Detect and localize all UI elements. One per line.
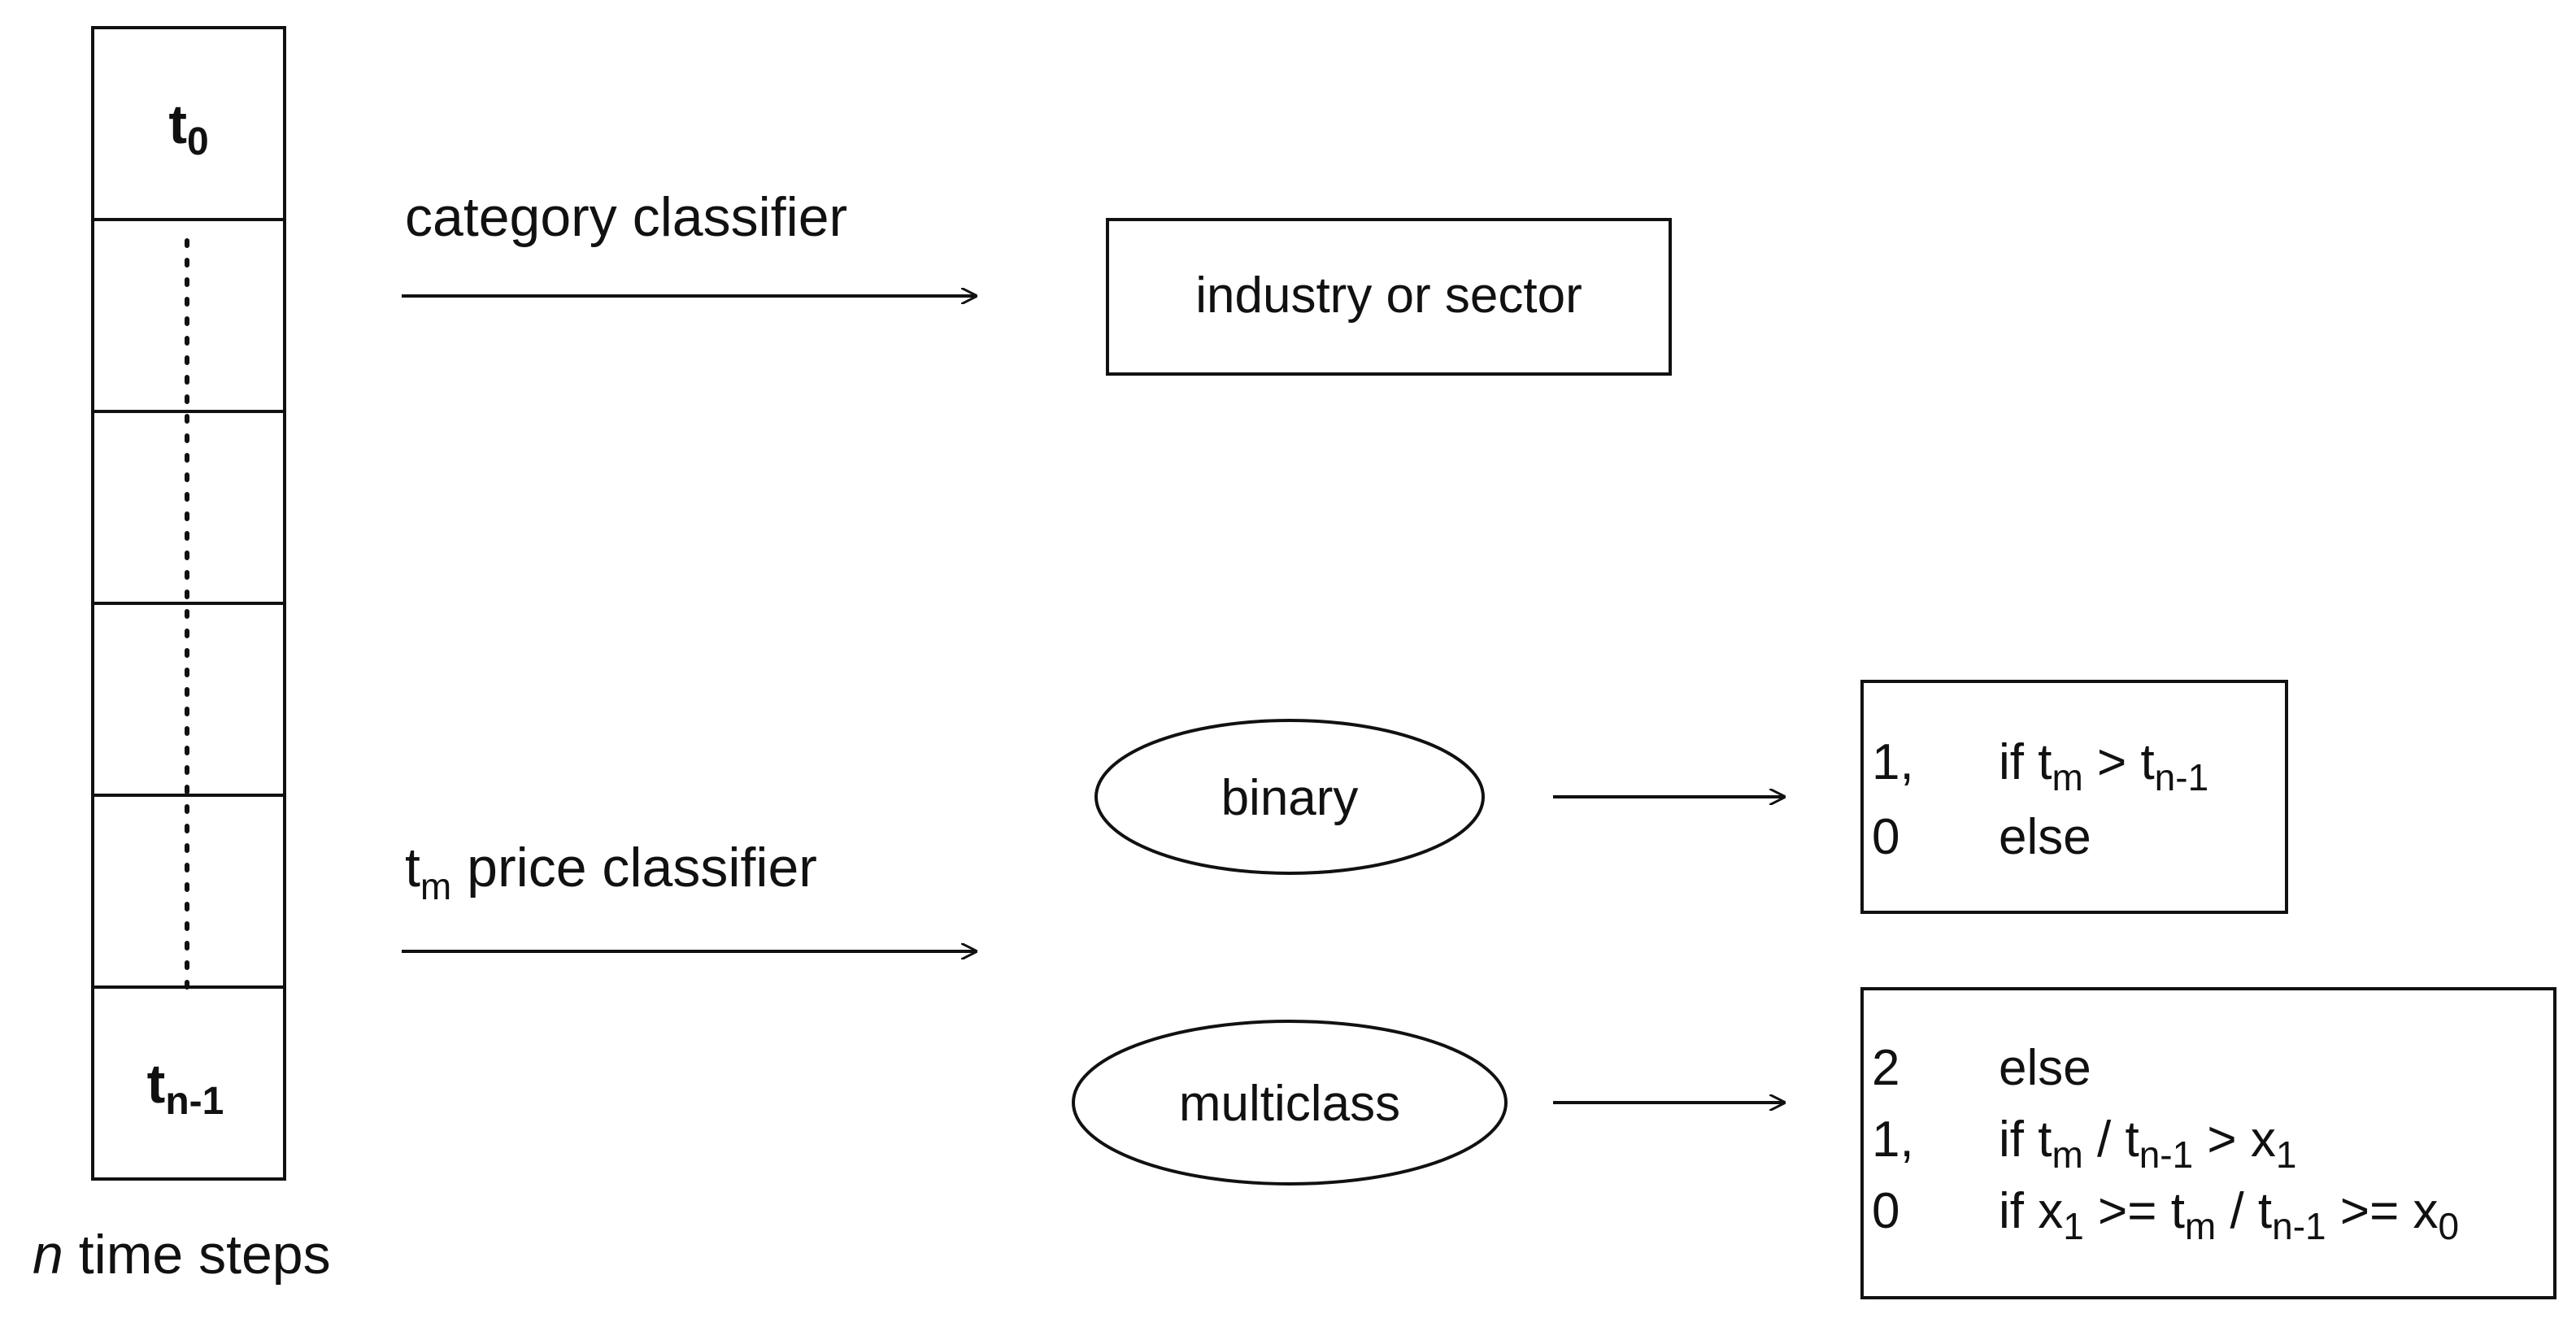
binary-rules: 1, if tm > tn-1 0 else bbox=[1872, 734, 2208, 865]
category-classifier-label: category classifier bbox=[405, 186, 847, 248]
time-step-cell bbox=[91, 602, 286, 797]
last-time-step-label: tn-1 bbox=[147, 1053, 224, 1123]
time-step-cell-last bbox=[91, 985, 286, 1181]
binary-rules-box bbox=[1860, 680, 2288, 914]
multiclass-node bbox=[1072, 1020, 1508, 1186]
rule-value: 0 bbox=[1872, 809, 1899, 865]
binary-node-label: binary bbox=[1221, 770, 1359, 826]
rule-condition: else bbox=[1999, 1040, 2091, 1096]
rule-condition: if x1 >= tm / tn-1 >= x0 bbox=[1999, 1183, 2459, 1247]
rule-value: 1, bbox=[1872, 734, 1914, 790]
multiclass-node-label: multiclass bbox=[1179, 1076, 1400, 1132]
rule-condition: if tm > tn-1 bbox=[1999, 734, 2208, 798]
time-step-cell-first bbox=[91, 26, 286, 221]
time-step-sequence: t0 tn-1 n time steps bbox=[33, 26, 331, 1286]
rule-value: 1, bbox=[1872, 1112, 1914, 1168]
first-time-step-label: t0 bbox=[168, 94, 208, 163]
price-classifier-label: tm price classifier bbox=[405, 837, 817, 907]
time-step-cell bbox=[91, 410, 286, 605]
category-branch: category classifier industry or sector bbox=[402, 186, 1672, 376]
time-steps-caption: n time steps bbox=[33, 1224, 331, 1286]
price-branch: tm price classifier binary 1, if tm > tn-… bbox=[402, 680, 2556, 1299]
binary-node bbox=[1094, 719, 1485, 875]
rule-value: 0 bbox=[1872, 1183, 1899, 1239]
industry-sector-box bbox=[1106, 218, 1672, 376]
multiclass-rules: 2 else 1, if tm / tn-1 > x1 0 if x1 >= tm / t… bbox=[1872, 1040, 2459, 1247]
rule-condition: else bbox=[1999, 809, 2091, 865]
industry-sector-label: industry or sector bbox=[1195, 268, 1582, 324]
rule-value: 2 bbox=[1872, 1040, 1899, 1096]
multiclass-rules-box bbox=[1860, 987, 2556, 1299]
rule-condition: if tm / tn-1 > x1 bbox=[1999, 1112, 2296, 1176]
